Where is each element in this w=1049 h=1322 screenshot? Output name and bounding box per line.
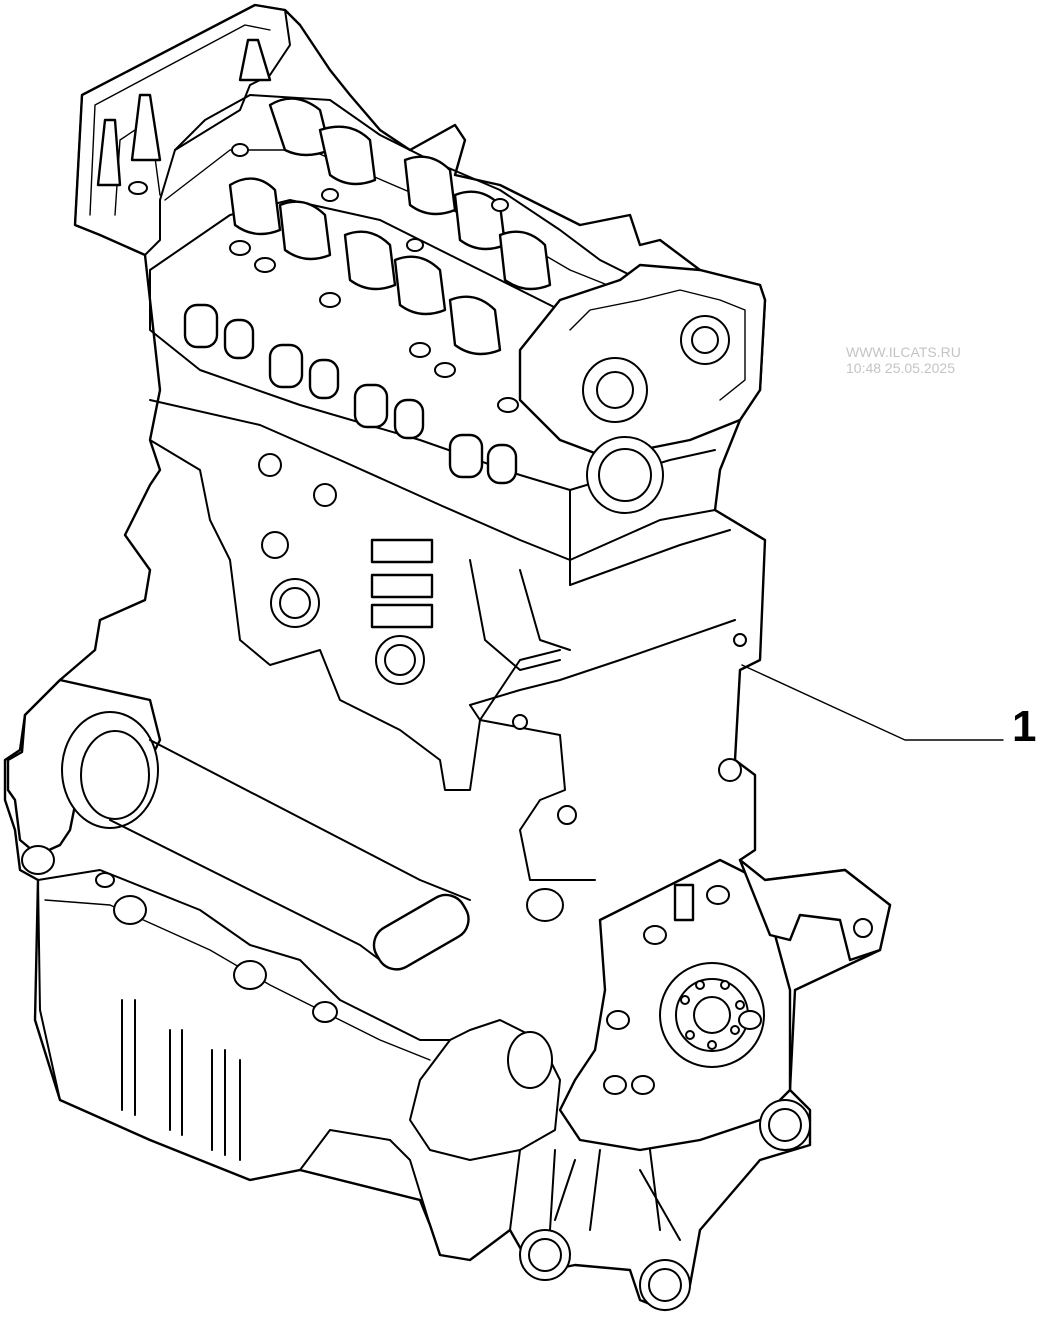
cam-cap-bolts: [128, 143, 594, 413]
head-ports: [183, 303, 518, 485]
watermark-timestamp: 10:48 25.05.2025: [846, 360, 955, 376]
block-lower-face: [409, 1019, 561, 1161]
bell-housing-bosses: [519, 1099, 811, 1311]
oil-filter-seat-inner: [80, 730, 150, 820]
block-right-hole: [557, 805, 577, 825]
crank-seal-inner: [693, 996, 731, 1034]
engine-mount-bracket: [738, 858, 892, 962]
block-side-upper: [149, 439, 561, 791]
aux-seal-inner: [691, 326, 719, 354]
block-lower-ribs: [509, 1149, 681, 1241]
oil-pipe-stub: [372, 893, 470, 971]
callout-leader-line: [741, 664, 1004, 741]
end-plate-bolts: [603, 885, 762, 1095]
timing-cover-rib: [96, 118, 122, 187]
block-right-face-step: [469, 704, 596, 881]
cam-cover-edge: [174, 94, 641, 281]
oil-pan-flange: [37, 869, 451, 1041]
cam-seal-inner: [596, 371, 634, 409]
camshaft-exhaust: [228, 177, 502, 356]
oil-pipe: [109, 739, 471, 961]
timing-cover-rib: [130, 93, 162, 162]
block-boss: [258, 453, 282, 477]
end-plate-dowel: [673, 883, 695, 922]
head-front-port-inner: [598, 448, 652, 502]
block-lower-port: [507, 1031, 553, 1089]
block-rib: [469, 559, 571, 671]
oil-pan-fins: [121, 999, 241, 1161]
pan-flange-bolts: [21, 845, 564, 1023]
block-right-hole: [733, 633, 747, 647]
mount-hole: [853, 918, 873, 938]
block-boss: [313, 483, 337, 507]
cam-end-housing: [518, 263, 767, 457]
block-right-face: [469, 619, 736, 706]
cam-end-flange: [569, 289, 746, 401]
block-boss: [261, 531, 289, 559]
block-freeze-plug-inner: [279, 587, 311, 619]
oil-pan-sump: [299, 1129, 431, 1226]
watermark: WWW.ILCATS.RU 10:48 25.05.2025: [846, 344, 961, 376]
callout-label-1[interactable]: 1: [1012, 702, 1037, 751]
block-right-hole: [718, 758, 742, 782]
block-slots: [370, 538, 434, 629]
crank-flange-bolts: [680, 980, 745, 1050]
watermark-site: WWW.ILCATS.RU: [846, 344, 961, 360]
block-right-hole: [512, 714, 528, 730]
timing-cover-rib: [238, 38, 272, 82]
block-freeze-plug-inner: [384, 644, 416, 676]
oil-pan-flange-lower: [44, 899, 431, 1061]
head-gasket-line: [149, 399, 766, 561]
